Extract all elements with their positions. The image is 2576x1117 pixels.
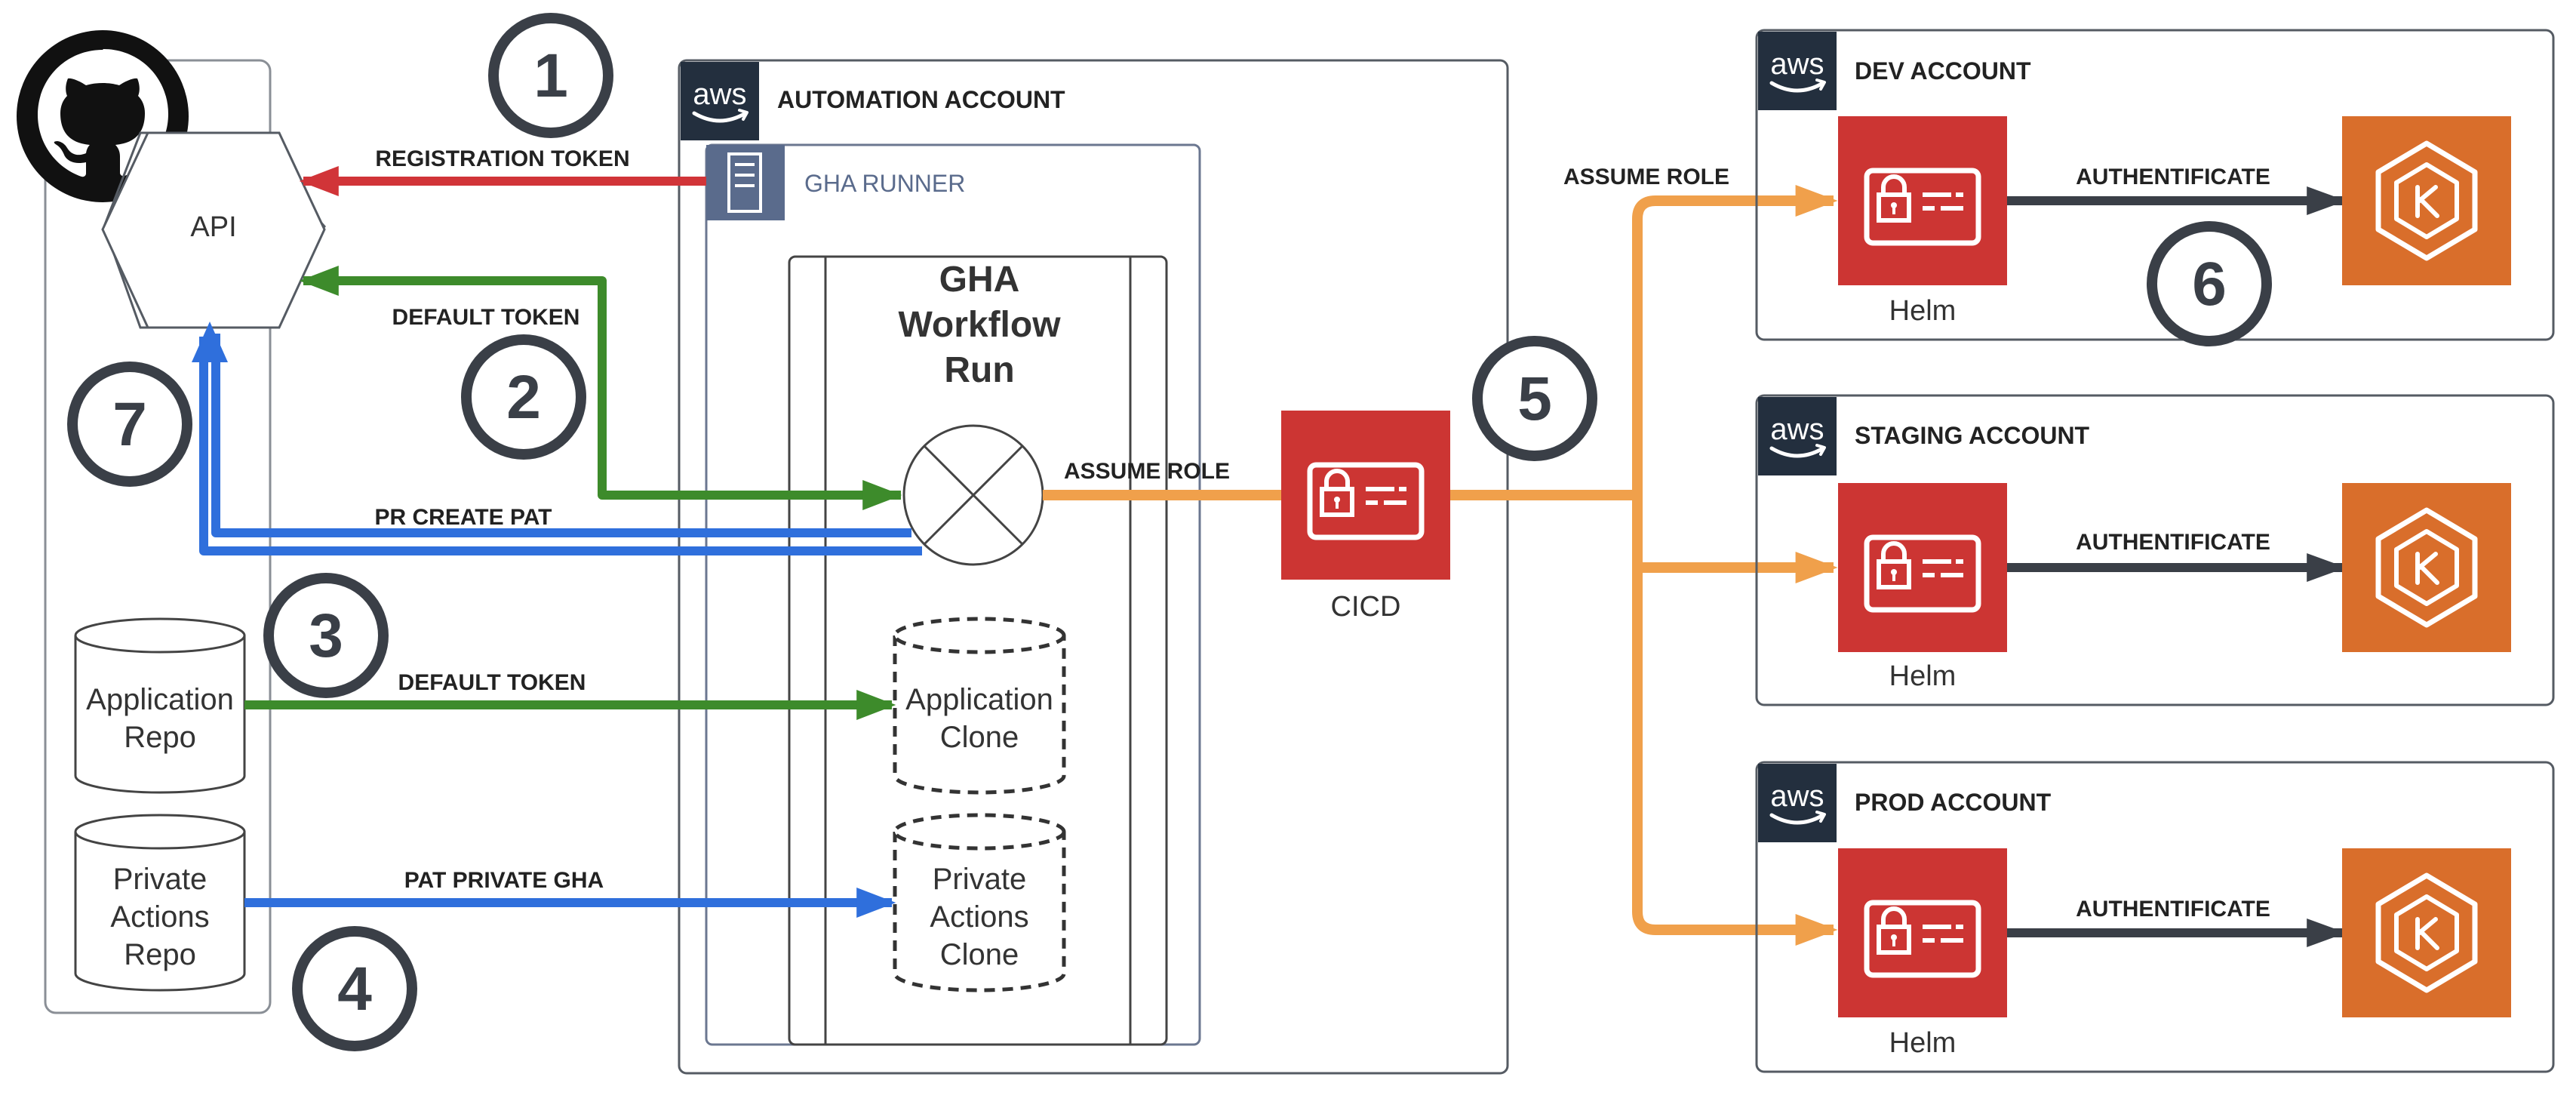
automation-account-container: [678, 59, 1509, 1075]
workflow-title-2: Workflow: [898, 305, 1061, 345]
aws-logo-icon: [1758, 397, 1837, 475]
application-repo-label-2: Repo: [124, 721, 196, 754]
prod-account: PROD ACCOUNT Helm AUTHENTIFICATE: [1755, 761, 2555, 1073]
private-actions-repo-label-1: Private: [113, 863, 207, 896]
registration-token-label: REGISTRATION TOKEN: [375, 146, 629, 171]
assume-role-cicd-label: ASSUME ROLE: [1064, 459, 1230, 484]
iam-role-icon: [1281, 411, 1450, 580]
pr-create-pat-arrowhead: [192, 322, 228, 362]
workflow-junction: [902, 424, 1044, 566]
default-token-api-label: DEFAULT TOKEN: [392, 305, 580, 330]
private-actions-clone-label-3: Clone: [940, 938, 1019, 971]
cicd-label: CICD: [1331, 591, 1401, 623]
api-label: API: [190, 211, 236, 243]
aws-logo-icon: [681, 62, 759, 140]
application-clone[interactable]: Application Clone: [893, 617, 1066, 795]
private-actions-repo-label-3: Repo: [124, 938, 196, 971]
prod-role-label: Helm: [1889, 1027, 1957, 1059]
staging-account: STAGING ACCOUNT Helm AUTHENTIFICATE: [1755, 394, 2555, 706]
step-badge-3: 3: [263, 573, 389, 698]
application-repo[interactable]: Application Repo: [74, 617, 246, 794]
default-token-clone-label: DEFAULT TOKEN: [398, 670, 586, 695]
pat-private-gha-label: PAT PRIVATE GHA: [404, 868, 604, 893]
private-actions-clone-label-2: Actions: [930, 900, 1028, 934]
workflow-title-1: GHA: [939, 260, 1020, 300]
gha-runner-label: GHA RUNNER: [804, 170, 965, 197]
application-clone-label-1: Application: [905, 683, 1053, 716]
aws-logo-icon: [1758, 32, 1837, 110]
dev-role-label: Helm: [1889, 295, 1957, 327]
iam-role-icon: [1838, 116, 2007, 285]
pr-create-pat-arrow: [211, 334, 911, 537]
private-actions-repo-label-2: Actions: [110, 900, 209, 934]
svg-text:2: 2: [506, 363, 541, 432]
svg-text:6: 6: [2192, 250, 2227, 318]
step-badge-4: 4: [292, 926, 417, 1051]
dev-account-title: DEV ACCOUNT: [1855, 57, 2031, 85]
automation-account-title: AUTOMATION ACCOUNT: [777, 86, 1065, 113]
step-badge-2: 2: [461, 334, 586, 460]
dev-account: DEV ACCOUNT Helm AUTHENTIFICATE: [1755, 29, 2555, 341]
svg-text:3: 3: [309, 602, 343, 670]
eks-kubernetes-icon: [2342, 483, 2511, 652]
workflow-title-3: Run: [944, 350, 1014, 390]
eks-kubernetes-icon: [2342, 848, 2511, 1017]
iam-role-icon: [1838, 848, 2007, 1017]
api-hexagon[interactable]: API: [101, 131, 326, 329]
step-badge-1: 1: [488, 13, 613, 138]
cicd-role[interactable]: CICD: [1281, 411, 1450, 623]
eks-kubernetes-icon: [2342, 116, 2511, 285]
dev-authenticate-label: AUTHENTIFICATE: [2076, 165, 2270, 189]
application-clone-label-2: Clone: [940, 721, 1019, 754]
private-actions-clone[interactable]: Private Actions Clone: [893, 813, 1066, 992]
svg-text:4: 4: [337, 955, 372, 1023]
step-badge-7: 7: [67, 362, 192, 487]
svg-text:1: 1: [533, 42, 568, 110]
server-icon: [706, 145, 785, 220]
svg-text:7: 7: [112, 390, 147, 459]
prod-account-title: PROD ACCOUNT: [1855, 789, 2052, 816]
iam-role-icon: [1838, 483, 2007, 652]
assume-role-accounts-arrows: [1450, 185, 1838, 946]
private-actions-clone-label-1: Private: [933, 863, 1027, 896]
staging-account-title: STAGING ACCOUNT: [1855, 422, 2090, 449]
assume-role-accounts-label: ASSUME ROLE: [1563, 165, 1729, 189]
aws-logo-icon: [1758, 764, 1837, 842]
private-actions-repo[interactable]: Private Actions Repo: [74, 814, 246, 992]
staging-role-label: Helm: [1889, 660, 1957, 692]
pr-create-pat-label: PR CREATE PAT: [374, 505, 552, 530]
svg-text:5: 5: [1517, 365, 1552, 433]
application-repo-label-1: Application: [86, 683, 234, 716]
staging-authenticate-label: AUTHENTIFICATE: [2076, 530, 2270, 555]
step-badge-5: 5: [1472, 336, 1597, 461]
prod-authenticate-label: AUTHENTIFICATE: [2076, 897, 2270, 922]
step-badge-6: 6: [2147, 221, 2272, 346]
